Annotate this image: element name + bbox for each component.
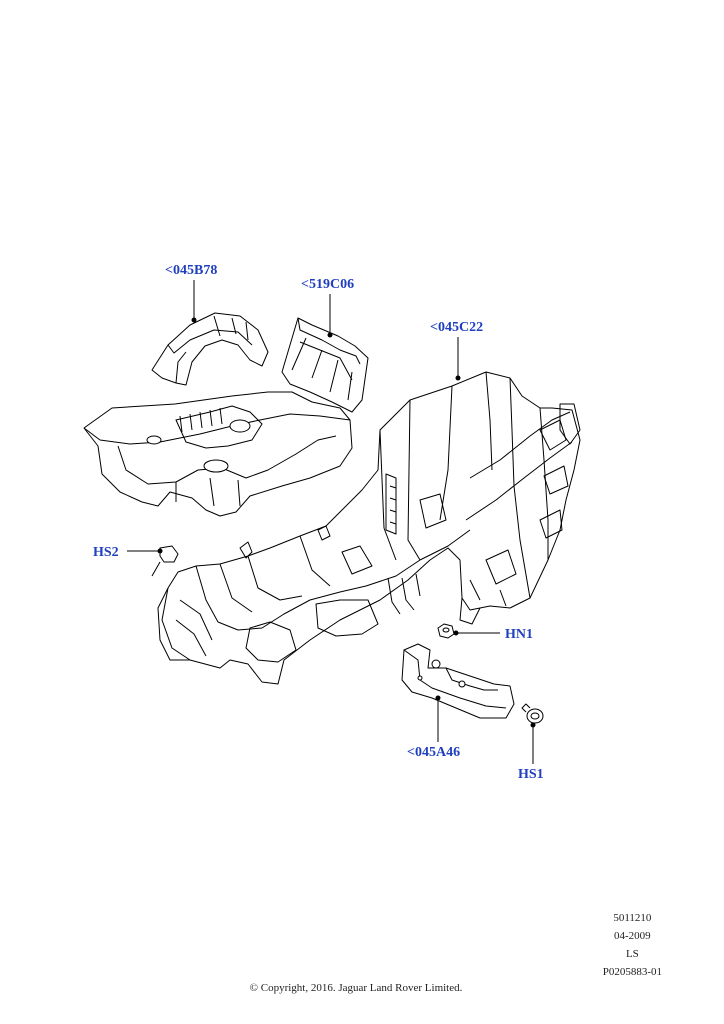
plenum-panel-part[interactable] [281,317,369,413]
callout-519c06[interactable]: <519C06 [301,277,355,292]
callout-045b78[interactable]: <045B78 [165,263,218,278]
diagram-date: 04-2009 [614,930,651,942]
nut-hn1-part[interactable] [437,623,455,639]
callout-045a46[interactable]: <045A46 [407,745,461,760]
diagram-metadata: 5011210 04-2009 LS P0205883-01 [603,909,662,981]
copyright-notice: © Copyright, 2016. Jaguar Land Rover Lim… [249,982,463,994]
bolt-hs2-part[interactable] [151,545,179,577]
wheel-arch-liner-part[interactable] [151,312,269,386]
callout-hs1[interactable]: HS1 [518,767,544,782]
callout-hn1[interactable]: HN1 [505,627,533,642]
leader-lines [127,280,534,764]
floor-pan-part [83,391,353,517]
diagram-code: 5011210 [613,912,652,924]
diagram-figure-id: P0205883-01 [602,966,662,978]
tunnel-structure-part [157,371,581,685]
callout-045c22[interactable]: <045C22 [430,320,484,335]
callout-hs2[interactable]: HS2 [93,545,119,560]
leader-dots [157,317,536,728]
bracket-part[interactable] [401,643,515,719]
bolt-hs1-part[interactable] [521,703,544,724]
diagram-region: LS [625,948,639,960]
